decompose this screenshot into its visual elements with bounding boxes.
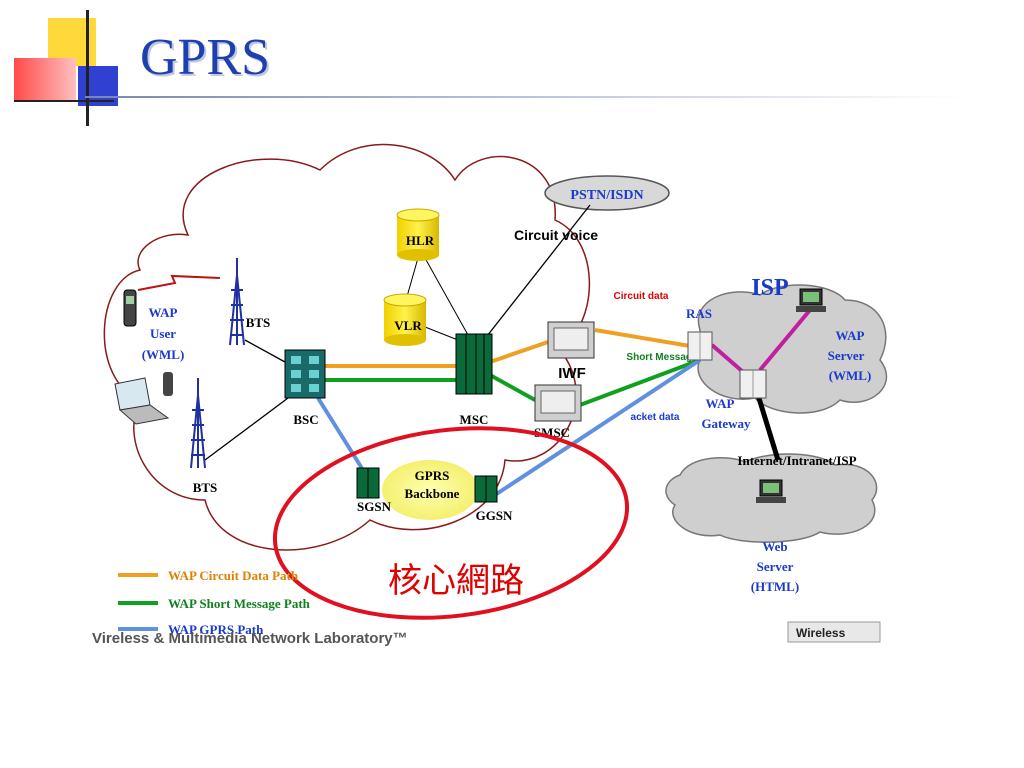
footer-lab-name: Vireless & Multimedia Network Laboratory…: [92, 630, 408, 647]
legend-label-circuit: WAP Circuit Data Path: [168, 568, 299, 583]
web-server-label-line3: (HTML): [751, 579, 799, 594]
short-message-label: Short Message: [626, 352, 698, 363]
ras-device-icon: [687, 331, 713, 361]
link-iwf-ras: [594, 328, 691, 348]
vlr-database-icon: [383, 293, 427, 346]
link-msc-smsc: [489, 373, 536, 402]
link-hlr-msc: [424, 257, 469, 336]
link-vlr-msc: [419, 324, 459, 341]
gprs-backbone-bubble: [382, 460, 478, 520]
legend: WAP Circuit Data Path WAP Short Message …: [118, 568, 311, 637]
link-hlr-vlr: [405, 257, 419, 301]
vlr-label: VLR: [394, 318, 422, 333]
hlr-label: HLR: [406, 233, 435, 248]
wap-gateway-label-line1: WAP: [706, 396, 735, 411]
deco-horizontal-line: [14, 100, 114, 102]
wap-server-label-line2: Server: [828, 348, 865, 363]
pstn-cloud: [544, 175, 670, 211]
legend-label-gprs: WAP GPRS Path: [168, 622, 264, 637]
bts-bottom-label: BTS: [193, 480, 218, 495]
deco-blue-square: [78, 66, 118, 106]
smsc-server-icon: [534, 384, 582, 422]
packet-data-label: acket data: [631, 412, 680, 423]
link-bsc-sgsn: [316, 396, 365, 472]
bsc-icon: [284, 349, 326, 399]
sgsn-label: SGSN: [357, 499, 392, 514]
deco-red-square: [14, 58, 76, 102]
wap-server-label-line1: WAP: [836, 328, 865, 343]
link-gateway-wapserver: [758, 308, 812, 372]
bts-tower-top-icon: [229, 258, 245, 346]
isp-label: ISP: [751, 275, 788, 301]
mobile-phone-icon: [123, 289, 137, 327]
wap-gateway-label-line2: Gateway: [701, 416, 751, 431]
wap-user-label-line2: User: [150, 326, 176, 341]
footer-logo: Wireless: [787, 621, 881, 643]
link-bts-top-bsc: [244, 339, 286, 363]
title-rule: [85, 96, 965, 98]
sgsn-icon: [356, 467, 380, 499]
link-gateway-internet: [755, 394, 781, 461]
deco-vertical-line: [86, 10, 89, 126]
web-server-label-line2: Server: [757, 559, 794, 574]
hlr-database-icon: [396, 208, 440, 261]
link-smsc-ras: [579, 358, 701, 407]
gprs-backbone-label-line1: GPRS: [415, 468, 450, 483]
wap-server-computer-icon: [796, 288, 826, 312]
ggsn-label: GGSN: [476, 508, 513, 523]
radio-link: [137, 274, 221, 291]
wap-user-label-line3: (WML): [142, 347, 185, 362]
link-msc-pstn: [479, 204, 591, 346]
iwf-label: IWF: [558, 365, 586, 382]
core-network-label: 核心網路: [388, 561, 524, 601]
pstn-label: PSTN/ISDN: [570, 188, 643, 203]
web-server-label-line1: Web: [762, 539, 787, 554]
core-network-ellipse: [272, 426, 630, 620]
gprs-backbone-label-line2: Backbone: [405, 486, 460, 501]
bts-tower-bottom-icon: [190, 378, 206, 469]
ggsn-icon: [474, 475, 498, 503]
wap-gateway-device-icon: [739, 369, 767, 399]
wap-user-label-line1: WAP: [149, 305, 178, 320]
slide-title: GPRS: [140, 29, 271, 86]
link-ggsn-ras: [493, 358, 702, 497]
web-server-computer-icon: [756, 479, 786, 503]
bts-top-label: BTS: [246, 315, 271, 330]
link-bts-bottom-bsc: [204, 394, 293, 461]
circuit-data-label: Circuit data: [613, 291, 668, 302]
msc-switch-icon: [455, 333, 493, 395]
circuit-voice-label: Circuit voice: [514, 227, 598, 243]
internet-label: Internet/Intranet/ISP: [737, 453, 856, 468]
msc-label: MSC: [460, 412, 489, 427]
wap-server-label-line3: (WML): [829, 368, 872, 383]
legend-label-sms: WAP Short Message Path: [168, 596, 311, 611]
iwf-server-icon: [547, 321, 595, 359]
laptop-icon: [114, 372, 173, 425]
footer-logo-text: Wireless: [796, 626, 846, 640]
link-msc-iwf: [489, 340, 549, 364]
bsc-label: BSC: [293, 412, 318, 427]
ras-label: RAS: [686, 306, 712, 321]
